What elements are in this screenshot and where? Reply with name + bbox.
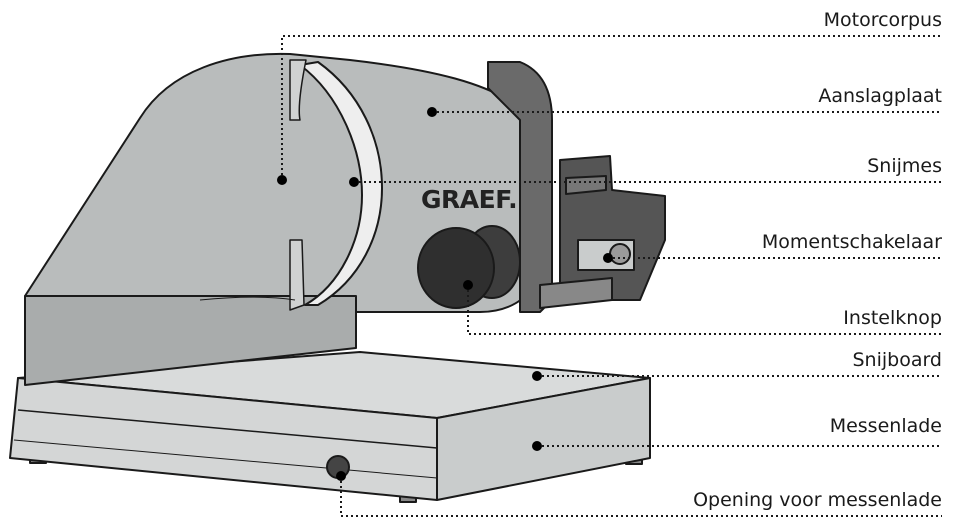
leader-lines bbox=[281, 35, 942, 517]
base-side-face bbox=[436, 377, 651, 501]
label-opening: Opening voor messenlade bbox=[693, 489, 942, 511]
drawer-seam-lower bbox=[13, 439, 438, 479]
blade-guard bbox=[289, 59, 307, 311]
label-snijmes: Snijmes bbox=[867, 155, 942, 177]
label-snijboard: Snijboard bbox=[852, 349, 942, 371]
leader-opening bbox=[340, 476, 942, 517]
housing-crease bbox=[199, 296, 296, 301]
blade bbox=[299, 61, 383, 306]
brand-logo: GRAEF. bbox=[421, 185, 517, 214]
knob-front bbox=[417, 227, 495, 309]
dot-instelknop bbox=[463, 280, 473, 290]
label-motorcorpus: Motorcorpus bbox=[823, 9, 942, 31]
label-aanslagplaat: Aanslagplaat bbox=[818, 85, 942, 107]
moment-switch bbox=[609, 243, 631, 265]
dot-motorcorpus bbox=[277, 175, 287, 185]
drawer-seam bbox=[17, 409, 438, 449]
carriage-lower bbox=[539, 277, 613, 309]
dot-snijboard bbox=[532, 371, 542, 381]
carriage-assembly bbox=[487, 61, 666, 313]
dot-snijmes bbox=[349, 177, 359, 187]
adjustment-knob bbox=[417, 225, 521, 309]
label-messenlade: Messenlade bbox=[829, 415, 942, 437]
motor-housing bbox=[24, 52, 531, 386]
dot-aanslagplaat bbox=[427, 107, 437, 117]
label-instelknop: Instelknop bbox=[843, 307, 942, 329]
dot-opening bbox=[336, 471, 346, 481]
housing-main-body bbox=[24, 52, 531, 313]
anchor-dots bbox=[277, 107, 613, 481]
dot-momentschakelaar bbox=[603, 253, 613, 263]
dot-messenlade bbox=[532, 441, 542, 451]
carriage-bar bbox=[565, 175, 607, 195]
label-momentschakelaar: Momentschakelaar bbox=[761, 231, 942, 253]
end-plate bbox=[487, 61, 553, 313]
leader-instelknop bbox=[467, 285, 942, 335]
